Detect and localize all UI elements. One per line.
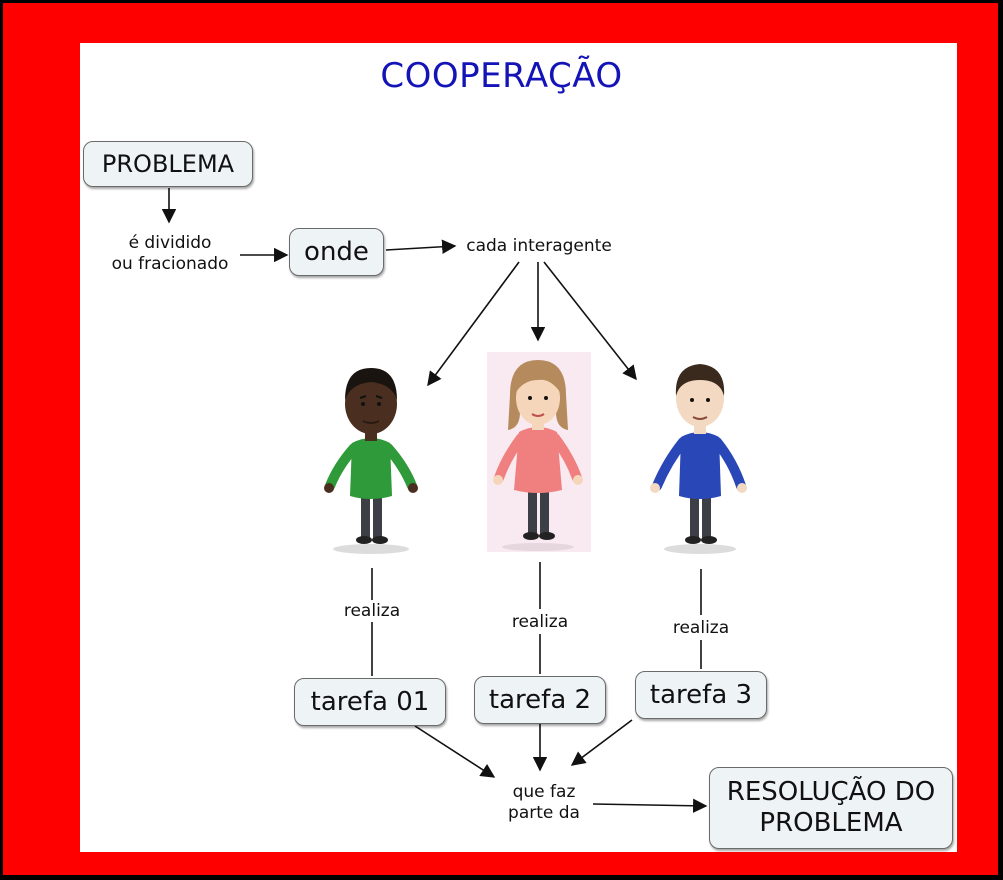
link-dividido: é dividido ou fracionado [111, 233, 229, 274]
link-realiza-3: realiza [661, 618, 741, 639]
node-onde: onde [289, 228, 384, 276]
diagram-title: COOPERAÇÃO [380, 56, 623, 96]
edge-onde-cada [385, 239, 457, 254]
node-resolucao: RESOLUÇÃO DO PROBLEMA [709, 767, 953, 849]
avatar-blue [650, 364, 747, 554]
node-tarefa-3: tarefa 3 [635, 671, 767, 719]
edge-cada-avatar1 [427, 261, 520, 387]
link-realiza-2: realiza [500, 612, 580, 633]
edge-quefaz-resolucao [592, 798, 708, 813]
link-que-faz-parte-da: que faz parte da [508, 782, 580, 823]
node-tarefa-2: tarefa 2 [474, 676, 606, 724]
node-tarefa-1: tarefa 01 [294, 678, 446, 726]
edge-cada-avatar3 [543, 261, 637, 381]
avatar-pink [487, 352, 591, 552]
link-cada-interagente: cada interagente [466, 236, 612, 256]
avatar-green [324, 368, 418, 554]
edge-tarefa3-quefaz [570, 719, 633, 766]
node-problema: PROBLEMA [83, 141, 253, 187]
link-realiza-1: realiza [332, 601, 412, 622]
edge-tarefa1-quefaz [414, 725, 496, 778]
